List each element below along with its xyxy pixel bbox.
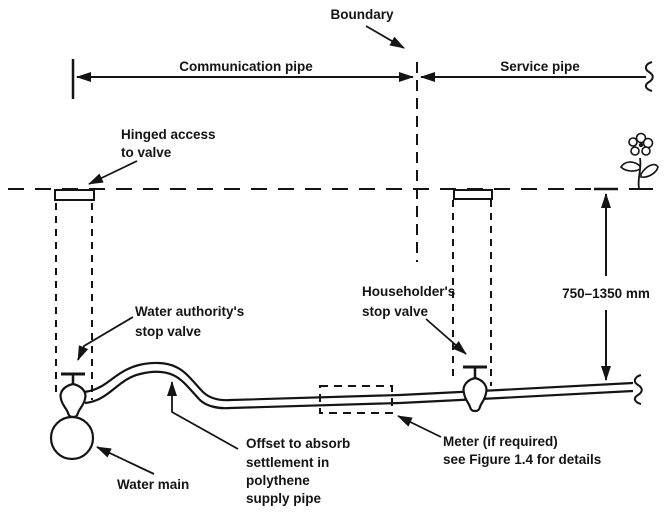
supply-pipe-bottom-line <box>84 370 634 410</box>
dimension-line-break-icon <box>644 61 654 92</box>
householder-label-line1: Householder's <box>362 284 455 299</box>
householder-valve-body <box>462 376 488 413</box>
offset-label-line2: settlement in <box>246 455 329 470</box>
householder-access-cover <box>453 189 493 200</box>
hinged-access-label-line2: to valve <box>121 145 172 160</box>
boundary-leader-arrow <box>365 25 405 49</box>
offset-label-line4: supply pipe <box>246 491 322 506</box>
flower-stem <box>637 157 642 189</box>
supply-pipe-top-line <box>83 361 634 402</box>
flower-petal <box>642 137 654 149</box>
hinged-access-cover <box>54 189 95 201</box>
water-main-label: Water main <box>117 477 189 492</box>
water-main-circle <box>49 415 95 461</box>
hinged-access-leader-arrow <box>88 160 138 185</box>
meter-leader-arrow <box>397 415 442 438</box>
flower-petal <box>635 132 647 144</box>
flower-petal <box>628 137 638 147</box>
flower-leaf-right <box>640 163 659 178</box>
flower-petal <box>641 146 651 156</box>
householder-label-line2: stop valve <box>362 304 429 319</box>
flower-petal <box>630 146 640 156</box>
offset-label-line3: polythene <box>246 473 310 488</box>
offset-label-line1: Offset to absorb <box>246 436 350 451</box>
meter-label-line2: see Figure 1.4 for details <box>443 452 601 467</box>
meter-dashed-box <box>319 385 393 414</box>
pipe-break-icon <box>633 374 643 405</box>
flower-center <box>638 142 644 148</box>
communication-pipe-label: Communication pipe <box>179 59 313 74</box>
householder-leader-arrow <box>425 318 467 355</box>
meter-label-line1: Meter (if required) <box>443 434 558 449</box>
hinged-access-label-line1: Hinged access <box>121 127 216 142</box>
flower-leaf-left <box>619 161 641 172</box>
offset-leader-arrow <box>167 381 239 450</box>
water-authority-label-line1: Water authority's <box>135 304 244 319</box>
water-authority-label-line2: stop valve <box>135 324 202 339</box>
water-authority-valve-body <box>59 382 87 419</box>
depth-dimension-label: 750–1350 mm <box>562 286 650 301</box>
boundary-label: Boundary <box>330 7 393 22</box>
water-authority-leader-arrow <box>77 316 134 361</box>
flower-icon <box>619 132 659 190</box>
water-main-leader-arrow <box>96 446 155 475</box>
service-pipe-label: Service pipe <box>500 59 580 74</box>
